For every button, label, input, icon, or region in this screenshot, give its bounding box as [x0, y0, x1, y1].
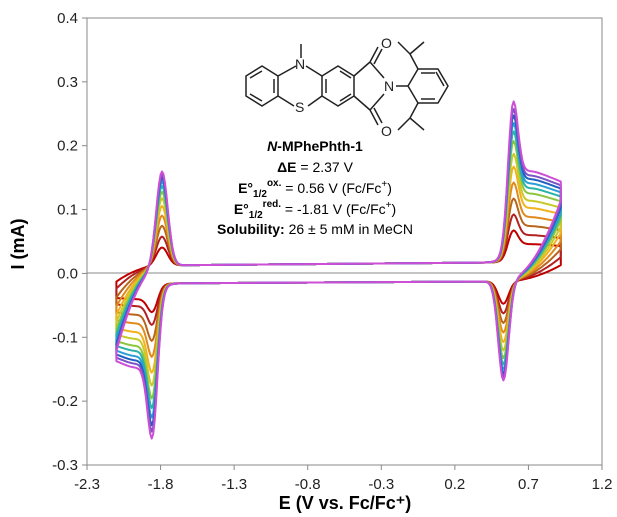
y-tick-label: 0.3: [57, 74, 78, 91]
axis-ticks: -2.3 -1.8 -1.3 -0.8 -0.3 0.2 0.7 1.2 0.4 0.3 0.2 0.…: [52, 10, 612, 493]
bond: [305, 65, 323, 77]
x-tick-label: -2.3: [74, 476, 100, 493]
bond: [435, 71, 445, 87]
x-tick-label: 1.2: [592, 476, 613, 493]
bond: [307, 95, 323, 107]
bond: [369, 61, 385, 79]
cv-scan-11: [115, 108, 562, 433]
bond: [339, 70, 352, 79]
bond: [409, 41, 425, 55]
atom-o-top: O: [381, 35, 392, 51]
atom-n-imide: N: [384, 78, 394, 94]
benzene-ring-left: [245, 65, 279, 107]
y-tick-label: 0.1: [57, 202, 78, 219]
bond: [277, 95, 295, 107]
compound-name: N-MPhePhth-1: [267, 138, 363, 154]
bond: [373, 107, 383, 124]
bond: [369, 93, 385, 111]
y-tick-label: -0.3: [52, 457, 78, 474]
x-tick-label: -0.8: [295, 476, 321, 493]
bond: [353, 95, 371, 111]
bond: [353, 61, 371, 77]
bond: [397, 117, 411, 131]
e-half-ox: E°1/2ox. = 0.56 V (Fc/Fc+): [238, 178, 392, 200]
y-tick-label: 0.2: [57, 138, 78, 155]
cv-scan-5: [115, 165, 562, 374]
y-tick-label: -0.2: [52, 393, 78, 410]
x-tick-label: 0.2: [444, 476, 465, 493]
x-axis-label: E (V vs. Fc/Fc⁺): [279, 493, 412, 513]
cv-scan-3: [115, 197, 562, 342]
bond: [409, 53, 419, 70]
benzene-ring-aryl: [407, 68, 449, 104]
x-tick-label: 0.7: [518, 476, 539, 493]
y-tick-label: 0.0: [57, 265, 78, 282]
bond: [409, 117, 425, 131]
bond: [249, 93, 263, 102]
bond: [397, 41, 411, 55]
annotation-block: N-MPhePhth-1 ΔE = 2.37 V E°1/2ox. = 0.56…: [217, 138, 413, 237]
bond: [373, 48, 383, 65]
bond: [369, 46, 379, 63]
atom-n-phenothiazine: N: [295, 56, 305, 72]
bond: [409, 102, 419, 119]
bond: [339, 93, 352, 102]
e-half-red: E°1/2red. = -1.81 V (Fc/Fc+): [234, 199, 396, 221]
solubility: Solubility: 26 ± 5 mM in MeCN: [217, 221, 413, 237]
bond: [369, 109, 379, 126]
cv-scan-12: [115, 100, 562, 440]
y-axis-label: I (mA): [8, 219, 28, 270]
plot-frame: [86, 17, 603, 466]
y-tick-label: -0.1: [52, 329, 78, 346]
x-tick-label: -1.3: [221, 476, 247, 493]
delta-e: ΔE = 2.37 V: [277, 159, 353, 175]
atom-o-bottom: O: [381, 123, 392, 139]
y-tick-label: 0.4: [57, 10, 78, 27]
x-tick-label: -1.8: [148, 476, 174, 493]
cv-curves: [115, 100, 562, 440]
atom-s: S: [295, 99, 304, 115]
benzene-ring-right: [321, 65, 355, 107]
molecule-structure: N S O O N: [245, 35, 449, 139]
bond: [277, 65, 297, 77]
bond: [249, 70, 263, 79]
x-tick-label: -0.3: [368, 476, 394, 493]
